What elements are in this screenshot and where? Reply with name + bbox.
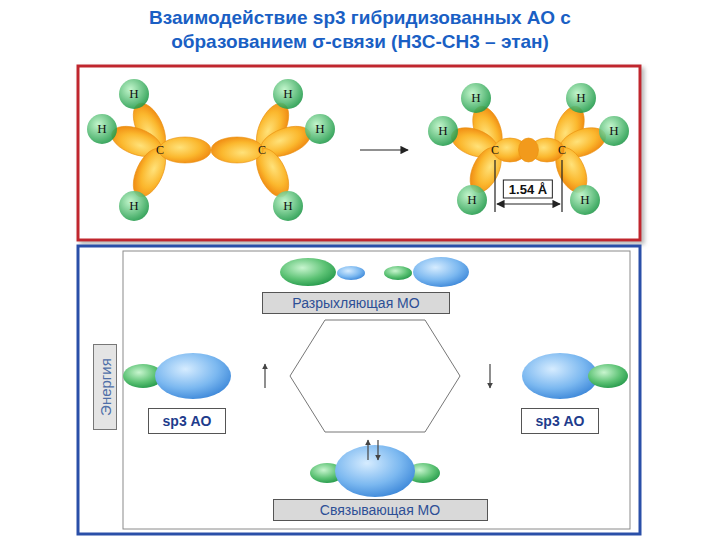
node-text: Связывающая МО [320, 502, 440, 518]
sp3-orbitals [211, 98, 314, 201]
hydrogen-atom: H [566, 83, 596, 113]
sp3-orbital [522, 353, 628, 399]
hydrogen-atom: H [273, 79, 303, 109]
hydrogen-atom: H [428, 116, 458, 146]
bond-length-dimension [495, 160, 562, 212]
carbon-label: C [491, 143, 499, 158]
sp3-orbitals [108, 98, 211, 201]
node-text: H [609, 123, 618, 139]
correlation-lines [290, 320, 460, 432]
hydrogen-atom: H [457, 185, 487, 215]
hydrogen-atom: H [273, 191, 303, 221]
title: Взаимодействие sp3 гибридизованных АО с … [110, 6, 610, 54]
hydrogen-atom: H [305, 114, 335, 144]
carbon-label: C [156, 143, 164, 158]
node-text: H [283, 86, 292, 102]
hydrogen-atom: H [119, 79, 149, 109]
ao-label-box: sp3 АО [148, 408, 226, 434]
node-text: H [580, 192, 589, 208]
energy-axis-label: Энергия [93, 344, 117, 430]
node-text: Энергия [97, 358, 114, 416]
electron-spin [265, 364, 490, 460]
hydrogen-atom: H [119, 191, 149, 221]
node-text: sp3 АО [163, 413, 212, 429]
antibonding-orbital [280, 257, 469, 287]
carbon-label: C [558, 143, 566, 158]
mo-label-box: Разрыхляющая МО [262, 292, 450, 314]
panel-frame [78, 66, 640, 240]
node-text: H [129, 198, 138, 214]
reaction-arrow [360, 149, 408, 150]
node-text: sp3 АО [536, 413, 585, 429]
bond-length: 1.54 Å [503, 180, 553, 199]
panel-frame [78, 246, 640, 534]
hydrogen-atom: H [599, 116, 629, 146]
node-text: H [576, 90, 585, 106]
bonding-orbital [310, 445, 440, 497]
ao-label-box: sp3 АО [521, 408, 599, 434]
node-text: H [97, 121, 106, 137]
hydrogen-atom: H [87, 114, 117, 144]
diagram-frame [123, 251, 630, 529]
hydrogen-atom: H [570, 185, 600, 215]
node-text: H [467, 192, 476, 208]
node-text: H [283, 198, 292, 214]
node-text: H [471, 90, 480, 106]
node-text: H [129, 86, 138, 102]
hydrogen-atom: H [461, 83, 491, 113]
node-text: Разрыхляющая МО [292, 295, 419, 311]
mo-label-box: Связывающая МО [273, 499, 488, 521]
node-text: H [315, 121, 324, 137]
node-text: H [438, 123, 447, 139]
carbon-label: C [258, 143, 266, 158]
sp3-orbital [123, 353, 231, 399]
